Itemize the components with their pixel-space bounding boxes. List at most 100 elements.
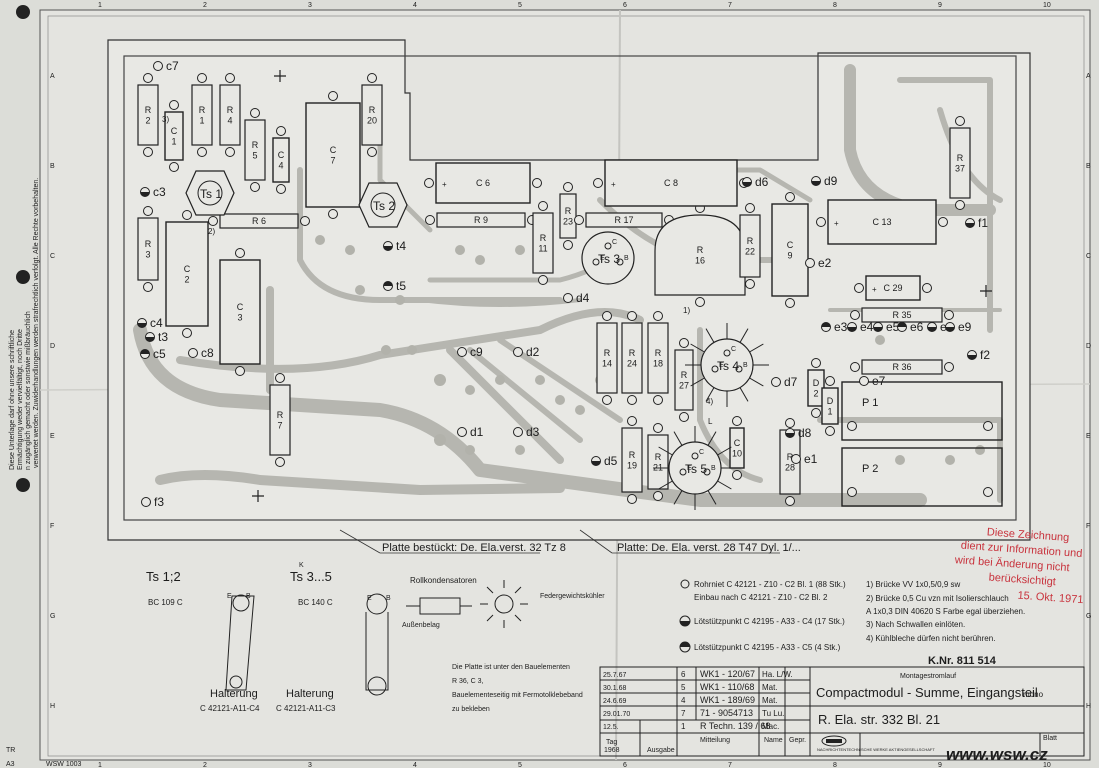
column-marker: 9: [938, 2, 942, 9]
company-name: NACHRICHTENTECHNISCHE WERKE AKTIENGESELL…: [817, 747, 935, 752]
svg-text:c5: c5: [153, 347, 166, 361]
sheet-format: A3: [6, 761, 15, 768]
row-marker: C: [50, 253, 55, 260]
platte-note: Platte: De. Ela. verst. 28 T47 Dyl. 1/..…: [617, 542, 801, 554]
capacitor-label: C 6: [476, 178, 490, 188]
svg-text:Mat.: Mat.: [762, 683, 778, 692]
row-marker: E: [50, 433, 55, 440]
board-note-3: Bauelementeseitig mit Fermotolklebeband: [452, 692, 583, 699]
note-4: 4) Kühlbleche dürfen nicht berühren.: [866, 634, 995, 643]
row-marker: A: [50, 73, 55, 80]
svg-text:e4: e4: [860, 320, 874, 334]
connector-pin: P 1: [841, 381, 1003, 441]
pad-label: f2: [967, 348, 990, 362]
resistor-label: R 9: [474, 215, 488, 225]
pad-label: d6: [742, 175, 769, 189]
column-marker: 6: [623, 2, 627, 9]
ts35-type: BC 140 C: [298, 598, 333, 607]
pad-label: e1: [791, 452, 818, 466]
svg-text:e1: e1: [804, 452, 818, 466]
transistor-label: Ts 3: [598, 252, 620, 266]
row-marker: F: [50, 523, 54, 530]
column-marker: 8: [833, 762, 837, 768]
svg-text:C: C: [612, 239, 617, 246]
company-logo-icon: [821, 735, 847, 747]
svg-text:30.1.68: 30.1.68: [603, 685, 626, 692]
column-marker: 4: [413, 762, 417, 768]
ts12-title: Ts 1;2: [146, 569, 181, 584]
website-watermark: www.wsw.cz: [946, 745, 1048, 764]
svg-text:E: E: [227, 593, 232, 600]
row-marker: A: [1086, 73, 1091, 80]
pad-label: e2: [805, 256, 832, 270]
svg-text:E: E: [719, 362, 724, 369]
transistor-label: Ts 2: [373, 199, 395, 213]
corner-mark: TR: [6, 747, 15, 754]
svg-text:+: +: [611, 180, 616, 189]
row-marker: H: [1086, 703, 1091, 710]
rohrniet-text: Rohrniet C 42121 - Z10 - C2 Bl. 1 (88 St…: [694, 580, 846, 589]
heatsink-icon: [480, 580, 528, 628]
stamp-line-4: berücksichtigt: [988, 572, 1056, 589]
col-tag: Tag: [606, 739, 617, 746]
svg-text:B: B: [386, 595, 391, 602]
svg-text:t3: t3: [158, 330, 168, 344]
transistor: Ts 2: [358, 182, 408, 228]
svg-text:e9: e9: [958, 320, 972, 334]
svg-text:c6: c6: [0, 0, 13, 3]
stamp-date: 15. Okt. 1971: [1017, 590, 1084, 607]
svg-text:E: E: [687, 465, 692, 472]
pad-label: d1: [457, 425, 484, 439]
svg-text:e6: e6: [910, 320, 924, 334]
halterung-left-label: Halterung: [210, 688, 258, 700]
capacitor: +C 6: [424, 162, 542, 204]
svg-text:d6: d6: [755, 175, 769, 189]
svg-text:t4: t4: [396, 239, 406, 253]
roll-capacitor-icon: [406, 597, 472, 615]
reference-mark: 4): [706, 397, 713, 406]
column-marker: 5: [518, 762, 522, 768]
column-marker: 8: [833, 2, 837, 9]
col-gepr: Gepr.: [789, 737, 806, 744]
svg-text:f2: f2: [980, 348, 990, 362]
loetstuetzpunkt-c5-icon: [679, 641, 691, 653]
svg-text:Tu Lu.: Tu Lu.: [762, 709, 784, 718]
svg-text:d9: d9: [824, 174, 838, 188]
kuehler-label: Federgewichtskühler: [540, 593, 605, 600]
pad-label: t4: [383, 239, 406, 253]
svg-text:d7: d7: [784, 375, 798, 389]
svg-text:d4: d4: [576, 291, 590, 305]
pad-label: e3: [821, 320, 848, 334]
capacitor: +C 29: [854, 275, 932, 301]
